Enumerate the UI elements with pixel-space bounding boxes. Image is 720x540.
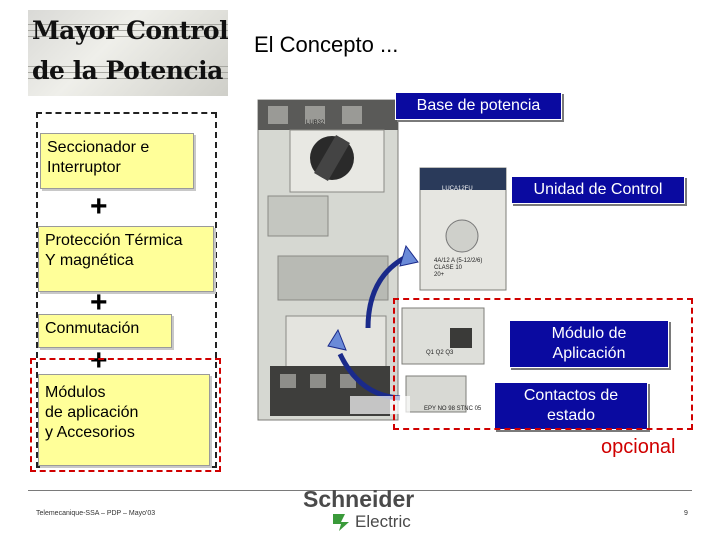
note-line: Protección Térmica [45,232,183,249]
device-code-control: LUCA12FU [442,186,473,192]
note-line: Seccionador e [47,139,150,156]
note-line: Módulos [45,384,106,401]
brand-mark-icon [333,514,349,531]
device-rating: 4A/12 A (5-12/2/6) CLASE 10 20+ [434,258,483,278]
status-contacts-body [405,375,467,413]
label-base-de-potencia: Base de potencia [395,92,562,120]
label-line: Módulo de [551,325,627,342]
staff-line [28,78,228,79]
staff-line [28,66,228,67]
footer-divider [28,490,692,491]
title-block: Mayor Control de la Potencia [28,10,229,96]
note-line: Conmutación [45,320,140,337]
staff-line [28,30,228,31]
note-modulos: Módulos de aplicación y Accesorios [38,374,210,466]
optional-region-left [30,358,221,472]
note-line: Y magnética [45,252,134,269]
label-unidad-de-control: Unidad de Control [511,176,685,204]
contact-terms: EPY NO 98 STNC 05 [424,406,482,412]
label-modulo-aplicacion: Módulo de Aplicación [509,320,669,368]
label-opcional: opcional [601,436,676,458]
note-conmutacion: Conmutación [38,314,172,348]
note-proteccion: Protección Térmica Y magnética [38,226,214,292]
label-line: estado [546,407,596,424]
staff-line [28,24,228,25]
brand-name: Schneider [303,486,415,512]
footer-text: Telemecanique-SSA – PDP – Mayo'03 [36,510,156,517]
page-number: 9 [684,510,688,517]
staff-line [28,72,228,73]
module-terms: Q1 Q2 Q3 [426,350,454,356]
plus-icon: + [90,190,108,223]
title-line-1: Mayor Control [32,16,229,45]
title-line-2: de la Potencia [32,56,223,85]
staff-line [28,36,228,37]
label-line: Contactos de [523,387,619,404]
note-line: Interruptor [47,159,121,176]
note-line: de aplicación [45,404,139,421]
optional-region-right [393,298,693,430]
plus-icon: + [90,344,108,377]
schneider-logo: Schneider Electric [303,486,423,534]
label-line: Aplicación [552,345,626,362]
label-contactos-estado: Contactos de estado [494,382,648,430]
page-title: El Concepto ... [254,32,399,57]
composition-column [36,112,217,468]
arrow-control-to-base [365,253,410,329]
plus-icon: + [90,286,108,319]
device-code-top: LUB32 [306,120,325,126]
note-line: y Accesorios [45,424,135,441]
device-illustration [257,99,507,421]
note-seccionador: Seccionador e Interruptor [40,133,194,189]
terminal-block [277,255,389,301]
brand-subname: Electric [355,512,411,531]
